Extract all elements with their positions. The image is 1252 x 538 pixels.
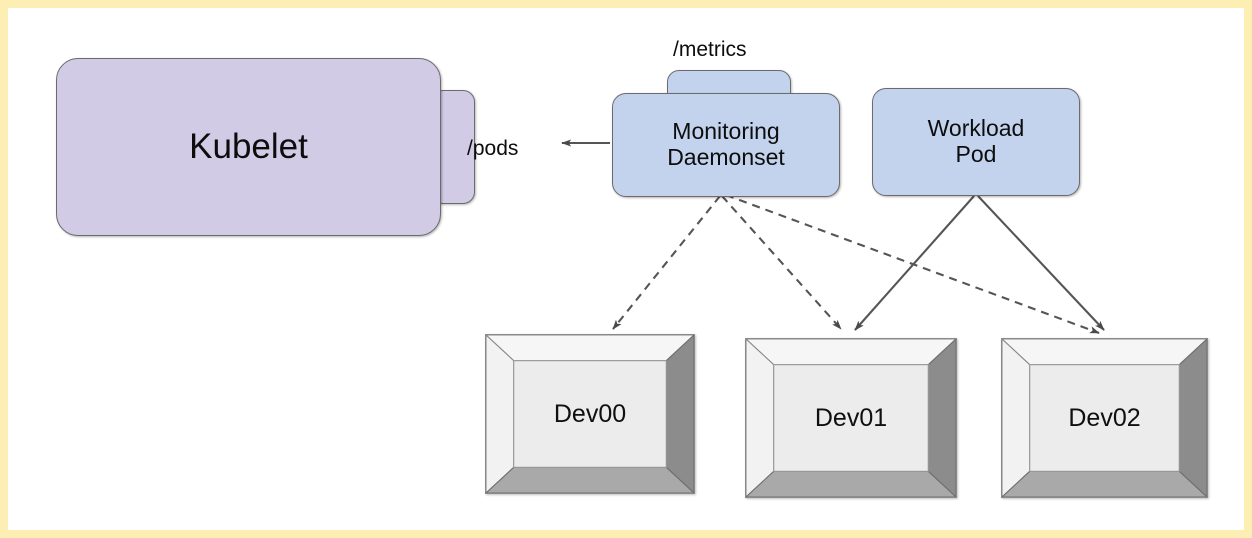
- edge-daemonset-to-dev00: [612, 195, 721, 330]
- device-dev00[interactable]: Dev00: [485, 334, 695, 494]
- workload-pod-label-line2: Pod: [955, 141, 997, 167]
- device-dev01[interactable]: Dev01: [745, 338, 957, 498]
- dev00-label-wrap: Dev00: [486, 335, 694, 493]
- dev02-label-wrap: Dev02: [1002, 339, 1207, 497]
- monitoring-daemonset-node[interactable]: Monitoring Daemonset: [612, 93, 840, 197]
- dev00-bevel: [486, 335, 694, 493]
- kubelet-node[interactable]: Kubelet: [56, 58, 441, 236]
- workload-pod-label-line1: Workload: [927, 115, 1025, 142]
- dev02-label: Dev02: [1068, 403, 1141, 432]
- dev00-label: Dev00: [553, 399, 627, 428]
- pods-edge-label: /pods: [467, 137, 519, 160]
- device-dev02[interactable]: Dev02: [1001, 338, 1208, 498]
- diagram-canvas: Kubelet /pods /metrics Monitoring Daemon…: [8, 8, 1244, 530]
- kubelet-label: Kubelet: [189, 127, 308, 167]
- dev01-label-wrap: Dev01: [746, 339, 956, 497]
- workload-pod-node[interactable]: Workload Pod: [872, 88, 1080, 196]
- dev01-bevel: [746, 339, 956, 497]
- monitoring-daemonset-label-line1: Monitoring: [672, 118, 780, 145]
- metrics-edge-label: /metrics: [673, 38, 747, 61]
- edge-workloadpod-to-dev01: [854, 195, 975, 331]
- edge-daemonset-to-dev01: [721, 195, 842, 330]
- monitoring-daemonset-label-line2: Daemonset: [667, 144, 785, 170]
- edge-workloadpod-to-dev02: [977, 195, 1105, 331]
- edge-layer: [561, 139, 1105, 334]
- dev01-label: Dev01: [814, 403, 888, 432]
- dev02-bevel: [1002, 339, 1207, 497]
